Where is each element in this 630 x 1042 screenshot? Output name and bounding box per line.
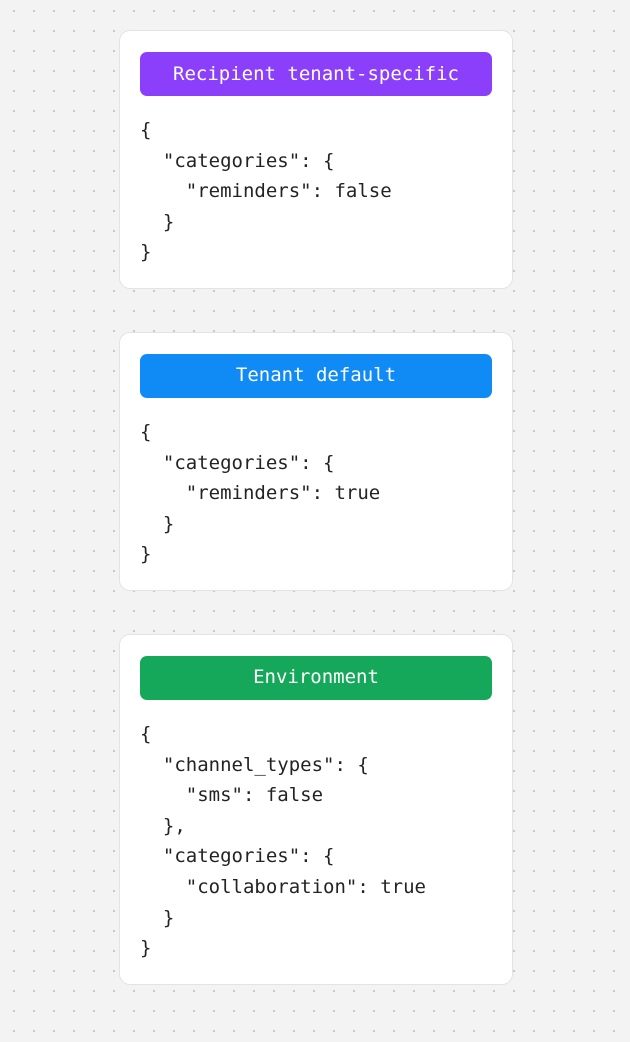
card-header-environment: Environment [140, 655, 492, 700]
config-card-tenant-default: Tenant default { "categories": { "remind… [119, 331, 513, 591]
card-header-tenant-default: Tenant default [140, 353, 492, 398]
config-card-recipient-tenant-specific: Recipient tenant-specific { "categories"… [119, 30, 513, 289]
card-code-tenant-default: { "categories": { "reminders": true } } [140, 420, 381, 566]
card-code-environment: { "channel_types": { "sms": false }, "ca… [140, 722, 426, 960]
card-header-recipient-tenant-specific: Recipient tenant-specific [140, 52, 492, 96]
config-cards-stack: Recipient tenant-specific { "categories"… [119, 30, 513, 985]
config-card-environment: Environment { "channel_types": { "sms": … [119, 633, 513, 985]
card-code-recipient-tenant-specific: { "categories": { "reminders": false } } [140, 119, 392, 264]
